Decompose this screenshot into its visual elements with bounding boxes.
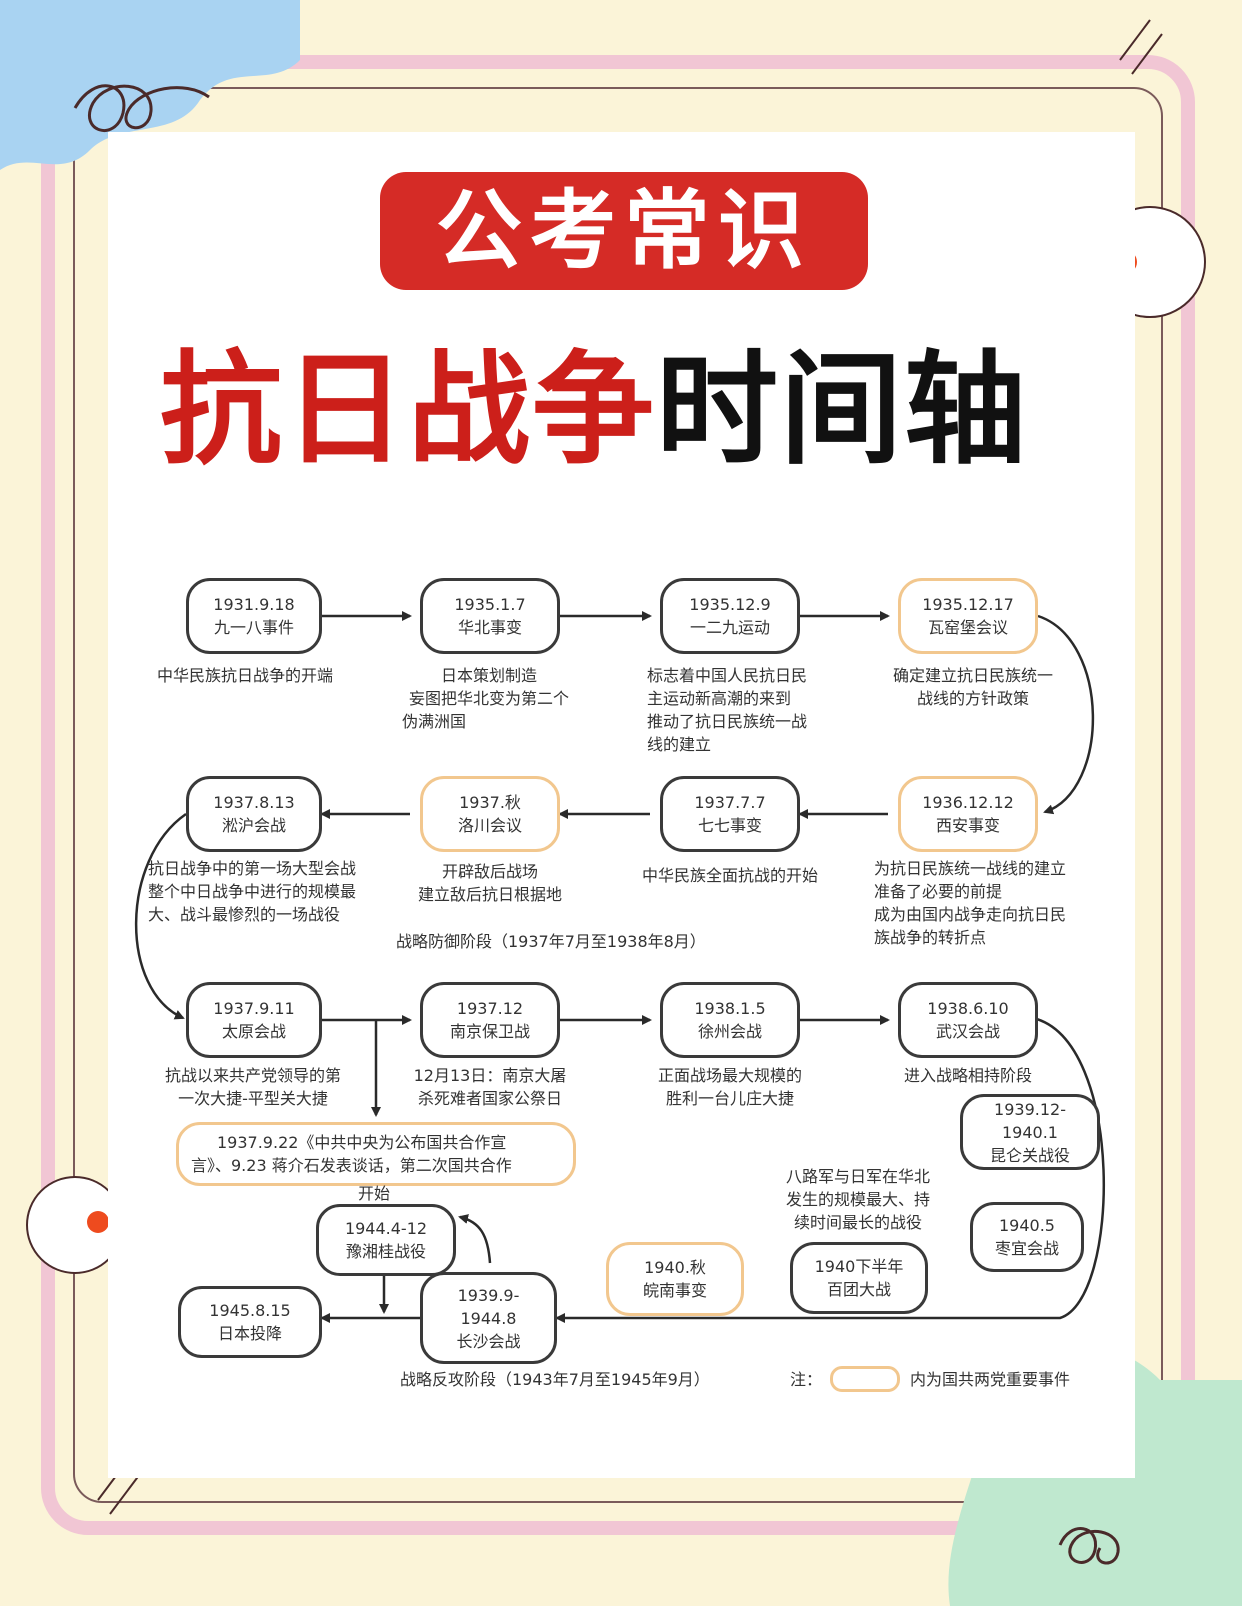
- event-note: 开辟敌后战场 建立敌后抗日根据地: [417, 862, 562, 904]
- event-date: 1937.12: [456, 999, 524, 1018]
- event-name: 西安事变: [935, 816, 1000, 835]
- event-name-2: 昆仑关战役: [989, 1145, 1070, 1165]
- event-date: 1939.9-: [457, 1285, 520, 1305]
- hatch-marks: [1119, 19, 1163, 75]
- event-name: 七七事变: [697, 816, 762, 835]
- arrow-e8-e9: [134, 812, 187, 1020]
- event-note: 中华民族全面抗战的开始: [641, 866, 818, 885]
- event-name: 日本投降: [217, 1324, 282, 1343]
- legend-gold-box: [830, 1366, 900, 1392]
- event-name: 瓦窑堡会议: [927, 618, 1008, 637]
- event-date: 1937.7.7: [694, 793, 766, 812]
- event-date: 1936.12.12: [922, 793, 1014, 812]
- event-text-line: 言》、9.23 蒋介石发表谈话，第二次国共合作: [191, 1156, 512, 1175]
- event-date: 1935.12.17: [922, 595, 1014, 614]
- event-name: 百团大战: [826, 1280, 891, 1299]
- event-note: 抗日战争中的第一场大型会战 整个中日战争中进行的规模最 大、战斗最惨烈的一场战役: [148, 859, 357, 924]
- title-red-part: 抗日战争: [160, 337, 656, 481]
- event-date: 1937.8.13: [213, 793, 295, 812]
- pink-frame: [41, 55, 1195, 1535]
- event-note: 确定建立抗日民族统一 战线的方针政策: [892, 666, 1053, 708]
- event-node-1939-12: 1939.12- 1940.1 昆仑关战役: [960, 1094, 1100, 1170]
- arrow-e12-e17: [555, 1016, 1106, 1323]
- event-name: 豫湘桂战役: [345, 1242, 426, 1261]
- event-date: 1935.12.9: [689, 595, 771, 614]
- event-note: 12月13日：南京大屠 杀死难者国家公祭日: [413, 1066, 567, 1108]
- event-node-1937-7-7: 1937.7.7 七七事变: [660, 776, 800, 852]
- event-date: 1940下半年: [814, 1257, 904, 1276]
- arrow-e17-e18: [458, 1214, 492, 1264]
- event-date: 1940.5: [999, 1216, 1055, 1235]
- event-name: 淞沪会战: [221, 816, 286, 835]
- event-node-1940-5: 1940.5 枣宜会战: [970, 1202, 1084, 1272]
- event-text-line: 1937.9.22《中共中央为公布国共合作宣: [217, 1133, 507, 1152]
- event-note: 正面战场最大规模的 胜利一台儿庄大捷: [657, 1066, 802, 1108]
- event-name: 1940.1: [1002, 1122, 1058, 1142]
- event-node-1938-1-5: 1938.1.5 徐州会战: [660, 982, 800, 1058]
- swirl-doodle: [73, 84, 210, 132]
- event-date: 1935.1.7: [454, 595, 526, 614]
- event-date: 1938.1.5: [694, 999, 766, 1018]
- title-black-part: 时间轴: [656, 337, 1028, 481]
- event-name: 洛川会议: [457, 816, 522, 835]
- event-date: 1940.秋: [644, 1258, 706, 1277]
- event-node-1944-4-12: 1944.4-12 豫湘桂战役: [316, 1204, 456, 1276]
- event-node-1935-12-17: 1935.12.17 瓦窑堡会议: [898, 578, 1038, 654]
- event-node-1939-9: 1939.9- 1944.8 长沙会战: [420, 1272, 557, 1364]
- event-node-1937-12: 1937.12 南京保卫战: [420, 982, 560, 1058]
- event-note: 中华民族抗日战争的开端: [157, 666, 334, 685]
- event-node-1940-second-half: 1940下半年 百团大战: [790, 1242, 928, 1314]
- event-date: 1944.4-12: [344, 1219, 428, 1238]
- event-node-1938-6-10: 1938.6.10 武汉会战: [898, 982, 1038, 1058]
- swirl-doodle-bottom: [1058, 1527, 1120, 1565]
- event-date: 1945.8.15: [209, 1301, 291, 1320]
- event-name: 太原会战: [221, 1022, 286, 1041]
- event-node-1935-12-9: 1935.12.9 一二九运动: [660, 578, 800, 654]
- event-note: 抗战以来共产党领导的第 一次大捷-平型关大捷: [164, 1066, 341, 1108]
- event-name: 九一八事件: [213, 618, 294, 637]
- inner-frame-line: [73, 87, 1163, 1503]
- event-name: 武汉会战: [935, 1022, 1000, 1041]
- event-name: 皖南事变: [642, 1281, 707, 1300]
- event-date: 1931.9.18: [213, 595, 295, 614]
- event-node-1935-1-7: 1935.1.7 华北事变: [420, 578, 560, 654]
- event-name-2: 长沙会战: [456, 1331, 521, 1351]
- blue-splash: [0, 0, 300, 170]
- event-node-1936-12-12: 1936.12.12 西安事变: [898, 776, 1038, 852]
- event-node-1945-8-15: 1945.8.15 日本投降: [178, 1286, 322, 1358]
- event-date: 1937.9.11: [213, 999, 295, 1018]
- event-text-line-3: 开始: [358, 1184, 391, 1203]
- event-name: 枣宜会战: [994, 1239, 1059, 1258]
- title-badge: 公考常识: [380, 172, 868, 290]
- event-name: 华北事变: [457, 618, 522, 637]
- event-name: 一二九运动: [689, 618, 770, 637]
- event-note: 为抗日民族统一战线的建立 准备了必要的前提 成为由国内战争走向抗日民 族战争的转…: [874, 859, 1067, 947]
- event-date: 1938.6.10: [927, 999, 1009, 1018]
- event-node-1937-9-11: 1937.9.11 太原会战: [186, 982, 322, 1058]
- event-node-1931-9-18: 1931.9.18 九一八事件: [186, 578, 322, 654]
- event-node-1937-9-22: 1937.9.22《中共中央为公布国共合作宣 言》、9.23 蒋介石发表谈话，第…: [176, 1122, 576, 1186]
- event-name: 徐州会战: [697, 1022, 762, 1041]
- event-note: 标志着中国人民抗日民 主运动新高潮的来到 推动了抗日民族统一战 线的建立: [647, 666, 808, 754]
- event-node-1937-autumn: 1937.秋 洛川会议: [420, 776, 560, 852]
- event-node-1937-8-13: 1937.8.13 淞沪会战: [186, 776, 322, 852]
- legend-prefix: 注：: [790, 1370, 823, 1389]
- stage-label-defense: 战略防御阶段（1937年7月至1938年8月）: [396, 932, 706, 951]
- event-note: 日本策划制造 妄图把华北变为第二个 伪满洲国: [402, 666, 569, 731]
- event-name: 南京保卫战: [449, 1022, 530, 1041]
- event-date: 1937.秋: [459, 793, 521, 812]
- stage-label-counter: 战略反攻阶段（1943年7月至1945年9月）: [400, 1370, 710, 1389]
- event-note: 八路军与日军在华北 发生的规模最大、持 续时间最长的战役: [785, 1167, 930, 1232]
- event-node-1940-autumn: 1940.秋 皖南事变: [606, 1242, 744, 1316]
- event-date: 1939.12-: [994, 1099, 1066, 1119]
- legend-text: 内为国共两党重要事件: [910, 1370, 1071, 1389]
- event-name: 1944.8: [460, 1308, 517, 1328]
- arrow-e4-e5: [1037, 614, 1095, 815]
- event-note: 进入战略相持阶段: [903, 1066, 1032, 1085]
- page-title: 抗日战争时间轴: [160, 334, 1090, 484]
